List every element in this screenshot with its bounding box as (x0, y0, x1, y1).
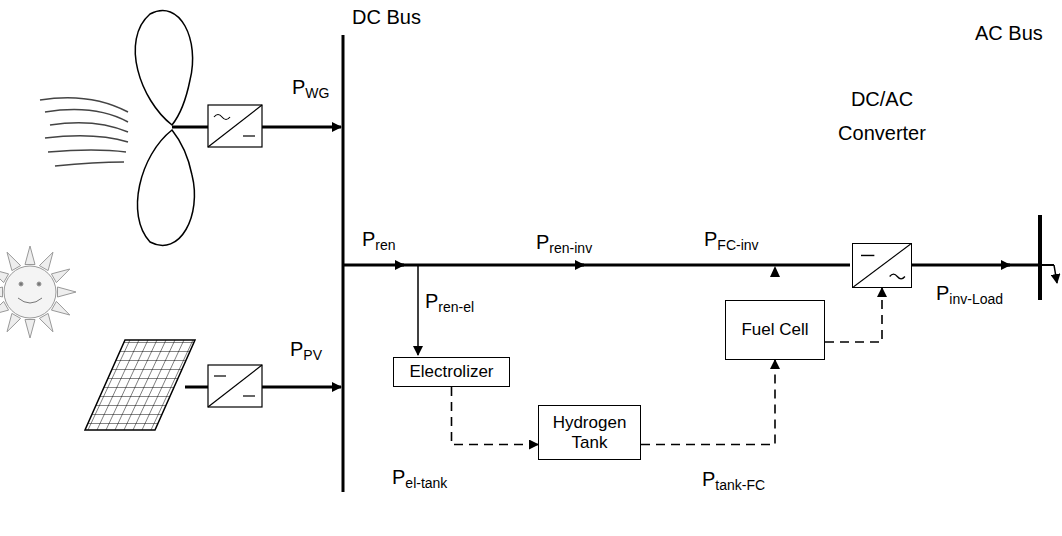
power-label: Pinv-Load (936, 282, 1003, 307)
converter-box: DC/AC Converter (852, 243, 912, 288)
box-label: Electrolizer (403, 360, 499, 384)
output-line (912, 215, 1057, 300)
hydrogen-flow (452, 387, 539, 445)
process-box: Hydrogen Tank (538, 405, 641, 460)
bus-label: AC Bus (975, 22, 1043, 44)
power-line (343, 264, 850, 267)
process-box: Electrolizer (393, 357, 510, 387)
power-label: Pren-el (425, 290, 474, 315)
power-label: PWG (292, 76, 329, 101)
pv-panel (85, 340, 208, 430)
converter-symbol (853, 244, 911, 287)
box-label: Fuel Cell (735, 318, 814, 342)
wind-turbine (135, 11, 208, 246)
dc-dc-converter (208, 365, 262, 407)
box-label: Hydrogen Tank (539, 411, 640, 454)
ac-dc-converter (208, 105, 262, 147)
power-label: PPV (290, 338, 322, 363)
flow-label: PFC-inv (702, 228, 761, 253)
hydrogen-flow (641, 360, 775, 445)
flow-label: Ptank-FC (700, 468, 767, 493)
power-label: Pren-inv (536, 231, 592, 256)
bus-label: DC Bus (352, 6, 421, 28)
flow-label: Pel-tank (390, 466, 449, 491)
process-box: Fuel Cell (725, 300, 825, 360)
arrow-head (770, 266, 780, 277)
hydrogen-flow (825, 288, 882, 342)
feed-line (417, 265, 419, 355)
wind-lines (40, 98, 128, 166)
power-label: Pren (362, 228, 396, 253)
box-heading: DC/AC Converter (830, 82, 934, 150)
sun (0, 246, 76, 338)
